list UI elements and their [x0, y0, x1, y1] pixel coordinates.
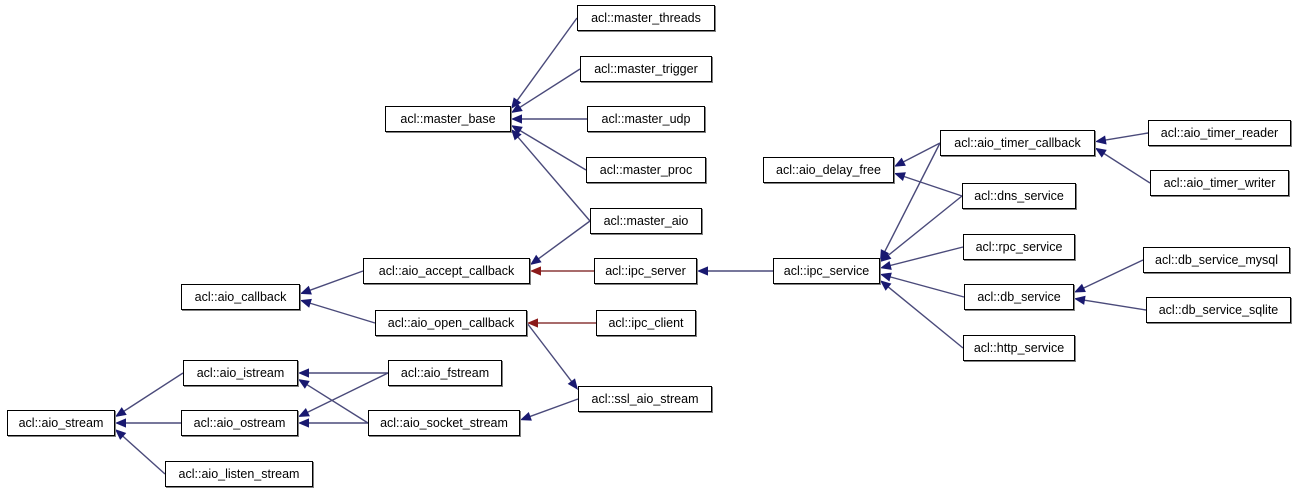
class-node-aio_timer_reader[interactable]: acl::aio_timer_reader [1148, 120, 1291, 146]
edge-dns_service-to-ipc_service [880, 195, 963, 262]
edge-aio_listen_stream-to-aio_stream [115, 429, 166, 475]
edge-master_aio-to-aio_accept_callback [530, 220, 591, 265]
class-node-label: acl::ssl_aio_stream [591, 391, 699, 406]
class-node-label: acl::aio_istream [196, 365, 285, 380]
edge-db_service_mysql-to-db_service [1074, 259, 1144, 293]
class-node-master_trigger[interactable]: acl::master_trigger [580, 56, 712, 82]
class-node-ssl_aio_stream[interactable]: acl::ssl_aio_stream [578, 386, 712, 412]
class-node-label: acl::aio_socket_stream [380, 415, 508, 430]
edge-aio_timer_callback-to-aio_delay_free [894, 142, 941, 167]
class-node-http_service[interactable]: acl::http_service [963, 335, 1075, 361]
class-node-label: acl::aio_delay_free [776, 162, 881, 177]
edge-ipc_server-to-aio_accept_callback [530, 266, 594, 276]
class-node-label: acl::aio_accept_callback [378, 263, 515, 278]
edge-master_aio-to-master_base [511, 129, 591, 222]
class-node-master_proc[interactable]: acl::master_proc [586, 157, 706, 183]
class-node-ipc_server[interactable]: acl::ipc_server [594, 258, 697, 284]
class-node-label: acl::aio_ostream [193, 415, 286, 430]
class-node-label: acl::ipc_client [608, 315, 684, 330]
class-node-master_aio[interactable]: acl::master_aio [590, 208, 702, 234]
class-node-label: acl::aio_open_callback [387, 315, 515, 330]
edge-aio_socket_stream-to-aio_istream [298, 379, 369, 424]
class-node-ipc_service[interactable]: acl::ipc_service [773, 258, 880, 284]
class-node-label: acl::master_trigger [594, 61, 698, 76]
class-node-aio_socket_stream[interactable]: acl::aio_socket_stream [368, 410, 520, 436]
class-node-ipc_client[interactable]: acl::ipc_client [596, 310, 696, 336]
edge-aio_timer_reader-to-aio_timer_callback [1095, 132, 1149, 145]
class-node-label: acl::aio_timer_writer [1163, 175, 1276, 190]
class-node-dns_service[interactable]: acl::dns_service [962, 183, 1076, 209]
class-node-label: acl::http_service [973, 340, 1065, 355]
class-node-aio_timer_writer[interactable]: acl::aio_timer_writer [1150, 170, 1289, 196]
class-node-aio_timer_callback[interactable]: acl::aio_timer_callback [940, 130, 1095, 156]
class-node-label: acl::ipc_server [605, 263, 686, 278]
class-node-aio_callback[interactable]: acl::aio_callback [181, 284, 300, 310]
class-node-aio_open_callback[interactable]: acl::aio_open_callback [375, 310, 527, 336]
class-node-label: acl::master_aio [603, 213, 689, 228]
class-node-label: acl::aio_timer_callback [954, 135, 1081, 150]
class-node-db_service[interactable]: acl::db_service [964, 284, 1074, 310]
class-node-db_service_mysql[interactable]: acl::db_service_mysql [1143, 247, 1290, 273]
class-node-label: acl::master_udp [601, 111, 691, 126]
edge-aio_timer_writer-to-aio_timer_callback [1095, 147, 1151, 184]
class-node-aio_ostream[interactable]: acl::aio_ostream [181, 410, 298, 436]
edge-master_trigger-to-master_base [511, 68, 581, 113]
edge-db_service-to-ipc_service [880, 272, 965, 298]
edge-aio_open_callback-to-ssl_aio_stream [526, 322, 578, 390]
edge-ipc_client-to-aio_open_callback [527, 318, 596, 328]
edge-aio_open_callback-to-aio_callback [300, 298, 376, 324]
class-node-db_service_sqlite[interactable]: acl::db_service_sqlite [1146, 297, 1291, 323]
class-node-label: acl::aio_fstream [400, 365, 490, 380]
class-node-aio_accept_callback[interactable]: acl::aio_accept_callback [363, 258, 530, 284]
edge-http_service-to-ipc_service [880, 280, 964, 349]
class-node-master_udp[interactable]: acl::master_udp [587, 106, 705, 132]
class-node-master_threads[interactable]: acl::master_threads [577, 5, 715, 31]
edge-rpc_service-to-ipc_service [880, 246, 964, 270]
edge-aio_fstream-to-aio_ostream [298, 372, 389, 417]
edge-aio_timer_callback-to-ipc_service [880, 142, 941, 261]
class-node-aio_fstream[interactable]: acl::aio_fstream [388, 360, 502, 386]
class-node-label: acl::master_threads [591, 10, 701, 25]
edge-master_udp-to-master_base [511, 114, 587, 124]
edge-master_proc-to-master_base [511, 125, 587, 171]
class-node-aio_stream[interactable]: acl::aio_stream [7, 410, 115, 436]
edge-aio_istream-to-aio_stream [115, 372, 184, 417]
class-node-aio_delay_free[interactable]: acl::aio_delay_free [763, 157, 894, 183]
class-node-label: acl::db_service_sqlite [1158, 302, 1279, 317]
class-node-label: acl::db_service_mysql [1155, 252, 1278, 267]
edge-aio_ostream-to-aio_stream [115, 418, 181, 428]
class-node-aio_istream[interactable]: acl::aio_istream [183, 360, 298, 386]
edge-dns_service-to-aio_delay_free [894, 172, 963, 197]
class-node-label: acl::dns_service [974, 188, 1064, 203]
class-node-label: acl::master_base [400, 111, 496, 126]
class-node-label: acl::aio_stream [18, 415, 104, 430]
edge-aio_accept_callback-to-aio_callback [300, 270, 364, 295]
class-node-label: acl::aio_listen_stream [178, 466, 300, 481]
class-node-label: acl::rpc_service [975, 239, 1063, 254]
edge-db_service_sqlite-to-db_service [1074, 295, 1147, 311]
edge-aio_fstream-to-aio_istream [298, 368, 388, 378]
class-node-master_base[interactable]: acl::master_base [385, 106, 511, 132]
class-node-label: acl::ipc_service [783, 263, 870, 278]
edge-ipc_service-to-ipc_server [697, 266, 773, 276]
class-node-label: acl::db_service [977, 289, 1061, 304]
class-node-rpc_service[interactable]: acl::rpc_service [963, 234, 1075, 260]
edge-ssl_aio_stream-to-aio_socket_stream [520, 398, 579, 421]
edge-master_threads-to-master_base [511, 17, 578, 109]
class-node-label: acl::master_proc [599, 162, 693, 177]
class-node-aio_listen_stream[interactable]: acl::aio_listen_stream [165, 461, 313, 487]
edge-aio_socket_stream-to-aio_ostream [298, 418, 368, 428]
class-node-label: acl::aio_timer_reader [1160, 125, 1279, 140]
class-node-label: acl::aio_callback [194, 289, 287, 304]
